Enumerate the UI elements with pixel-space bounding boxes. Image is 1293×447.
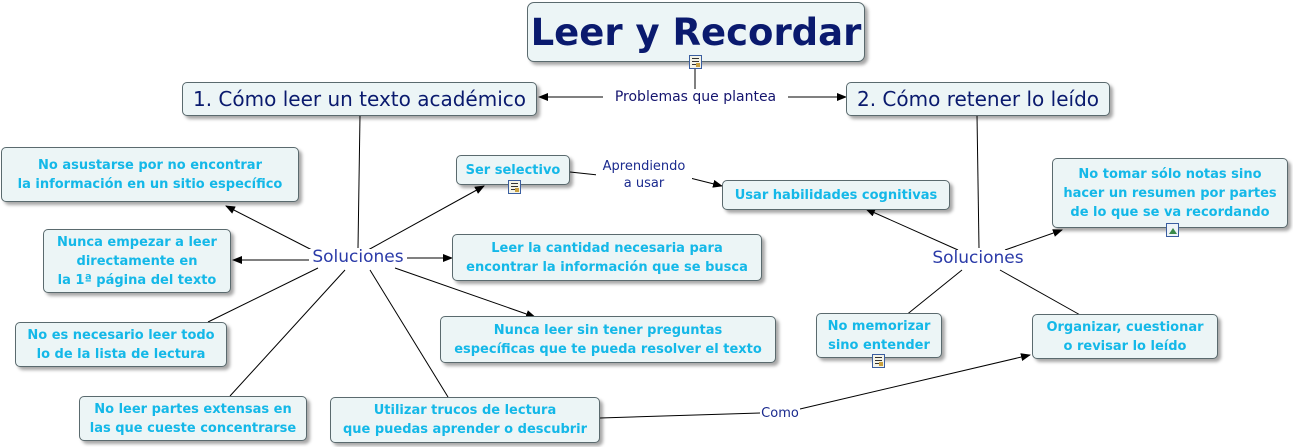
line-sol-no-asustarse: [225, 205, 313, 251]
problems-link-label: Problemas que plantea: [603, 89, 788, 106]
line-sol-nunca-leer: [394, 267, 536, 318]
node-no-asustarse[interactable]: No asustarse por no encontrar la informa…: [1, 147, 299, 202]
document-icon[interactable]: [689, 55, 702, 69]
line-sol-no-tomar: [1004, 229, 1063, 251]
topic-left-text: 1. Cómo leer un texto académico: [192, 87, 527, 111]
node-organizar[interactable]: Organizar, cuestionar o revisar lo leído: [1032, 314, 1218, 359]
node-habilidades-text: Usar habilidades cognitivas: [734, 187, 938, 203]
node-no-leer-partes[interactable]: No leer partes extensas en las que cuest…: [79, 396, 307, 441]
topic-right-text: 2. Cómo retener lo leído: [856, 87, 1099, 111]
line-sol-ser-selectivo: [367, 185, 485, 251]
image-icon[interactable]: [1166, 223, 1179, 237]
node-no-leer-partes-text: No leer partes extensas en las que cuest…: [89, 401, 297, 436]
node-habilidades[interactable]: Usar habilidades cognitivas: [722, 180, 950, 210]
node-ser-selectivo-text: Ser selectivo: [465, 162, 561, 178]
node-no-tomar[interactable]: No tomar sólo notas sino hacer un resume…: [1052, 158, 1288, 228]
node-leer-cantidad-text: Leer la cantidad necesaria para encontra…: [466, 240, 748, 275]
node-no-necesario[interactable]: No es necesario leer todo lo de la lista…: [15, 322, 227, 367]
solutions-left-label: Soluciones: [309, 249, 407, 266]
node-utilizar-trucos[interactable]: Utilizar trucos de lectura que puedas ap…: [330, 397, 600, 443]
line-sol-habilidades: [865, 208, 959, 251]
node-utilizar-trucos-text: Utilizar trucos de lectura que puedas ap…: [342, 403, 588, 437]
node-no-tomar-text: No tomar sólo notas sino hacer un resume…: [1063, 166, 1277, 220]
title-text: Leer y Recordar: [530, 10, 862, 54]
line-sol-no-memorizar: [904, 269, 963, 317]
line-sol-no-leer-partes: [229, 269, 346, 397]
node-no-asustarse-text: No asustarse por no encontrar la informa…: [17, 157, 283, 192]
document-icon[interactable]: [872, 354, 885, 368]
node-no-memorizar-text: No memorizar sino entender: [827, 318, 931, 353]
node-nunca-leer[interactable]: Nunca leer sin tener preguntas específic…: [440, 316, 776, 363]
node-nunca-empezar[interactable]: Nunca empezar a leer directamente en la …: [43, 229, 231, 293]
node-organizar-text: Organizar, cuestionar o revisar lo leído: [1046, 319, 1204, 354]
node-no-memorizar[interactable]: No memorizar sino entender: [816, 313, 942, 358]
line-sol-organizar: [999, 269, 1083, 317]
learning-link-label: Aprendiendo a usar: [596, 158, 692, 192]
node-no-necesario-text: No es necesario leer todo lo de la lista…: [27, 327, 215, 362]
document-icon[interactable]: [508, 180, 521, 194]
line-left-topic-soluciones: [357, 114, 361, 249]
line-selectivo-aprendiendo: [569, 171, 599, 176]
line-como-organizar: [799, 353, 1031, 410]
line-sol-no-necesario: [207, 267, 319, 323]
node-nunca-leer-text: Nunca leer sin tener preguntas específic…: [454, 322, 762, 357]
line-aprendiendo-habilidades: [689, 177, 723, 188]
line-right-topic-soluciones: [976, 114, 980, 249]
topic-right-node[interactable]: 2. Cómo retener lo leído: [846, 82, 1110, 116]
topic-left-node[interactable]: 1. Cómo leer un texto académico: [182, 82, 537, 116]
node-leer-cantidad[interactable]: Leer la cantidad necesaria para encontra…: [452, 234, 762, 281]
how-link-label: Como: [760, 405, 800, 422]
solutions-right-label: Soluciones: [929, 250, 1027, 267]
line-sol-utilizar-trucos: [369, 269, 449, 398]
node-nunca-empezar-text: Nunca empezar a leer directamente en la …: [57, 234, 217, 288]
line-trucos-como: [599, 412, 761, 419]
title-node[interactable]: Leer y Recordar: [527, 2, 865, 62]
